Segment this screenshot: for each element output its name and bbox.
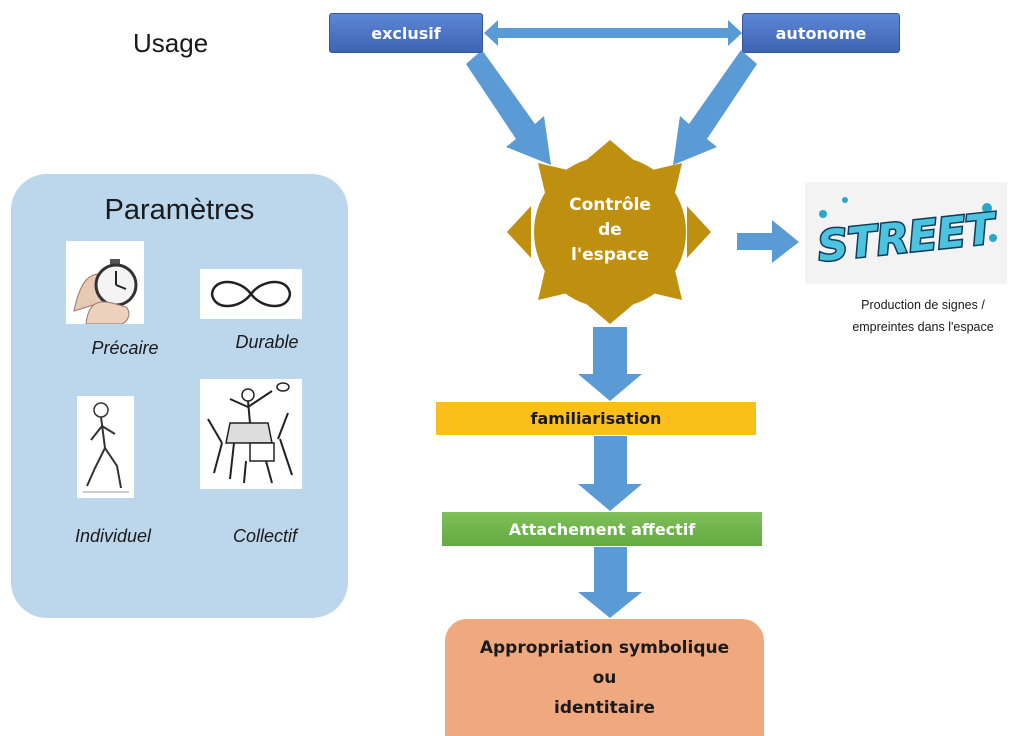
parameter-label-collectif: Collectif <box>232 526 298 546</box>
arrow-sun-to-street <box>737 220 799 263</box>
double-arrow <box>484 20 742 46</box>
runner-icon <box>77 396 134 498</box>
control-sun <box>507 140 711 324</box>
step-attachement-affectif: Attachement affectif <box>442 512 762 546</box>
appropriation-line-1: Appropriation symbolique <box>479 637 730 658</box>
mode-exclusif: exclusif <box>329 13 483 53</box>
street-graffiti-image: STREET <box>805 182 1007 284</box>
rugby-lineout-icon <box>200 379 302 489</box>
parameters-title: Paramètres <box>104 194 255 226</box>
parameter-label-precaire: Précaire <box>91 338 159 358</box>
control-label-line-2: de <box>598 220 622 240</box>
control-label-line-3: l'espace <box>571 245 649 265</box>
street-caption-line-1: Production de signes / <box>861 298 985 312</box>
arrow-autonome-to-sun <box>673 50 757 165</box>
appropriation-line-2: ou <box>592 667 617 688</box>
stopwatch-icon <box>66 241 144 325</box>
street-caption-line-2: empreintes dans l'espace <box>852 320 994 334</box>
infinity-icon <box>200 269 302 319</box>
arrow-exclusif-to-sun <box>466 50 551 165</box>
arrow-attachement-to-appropriation <box>578 547 642 618</box>
arrow-familiarisation-to-attachement <box>578 436 642 511</box>
control-label-line-1: Contrôle <box>569 195 651 215</box>
control-label: Contrôle de l'espace <box>545 193 675 268</box>
street-graffiti-text: STREET <box>815 204 1000 272</box>
usage-title: Usage <box>133 28 209 58</box>
parameter-label-individuel: Individuel <box>74 526 152 546</box>
parameter-label-durable: Durable <box>235 332 299 352</box>
arrow-sun-to-familiarisation <box>578 327 642 401</box>
mode-autonome: autonome <box>742 13 900 53</box>
step-appropriation: Appropriation symbolique ou identitaire <box>445 619 764 736</box>
street-caption: Production de signes / empreintes dans l… <box>830 294 1016 338</box>
step-familiarisation: familiarisation <box>436 402 756 435</box>
appropriation-line-3: identitaire <box>554 697 655 718</box>
